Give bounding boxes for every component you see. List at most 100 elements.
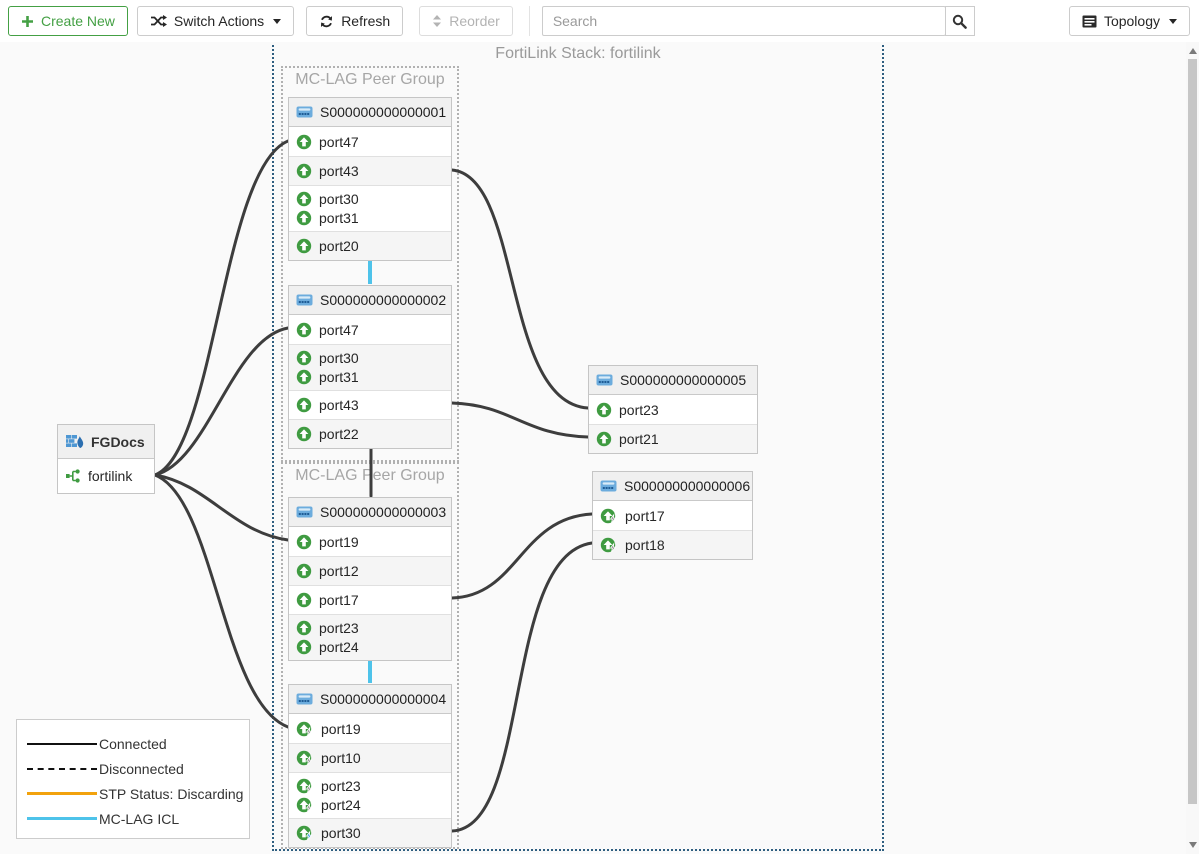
port-row[interactable]: port30 port31 — [289, 185, 451, 231]
port[interactable]: port30 — [296, 350, 444, 366]
create-new-button[interactable]: Create New — [8, 6, 128, 36]
port[interactable]: port23 — [296, 620, 444, 636]
refresh-button[interactable]: Refresh — [306, 6, 404, 36]
scroll-down-arrow[interactable] — [1188, 842, 1197, 848]
port[interactable]: port23 — [296, 778, 444, 794]
port-row[interactable]: port19 — [289, 714, 451, 743]
port-row[interactable]: port19 — [289, 527, 451, 556]
port[interactable]: port43 — [296, 163, 444, 179]
switch-header[interactable]: S000000000000004 — [289, 685, 451, 714]
search-input[interactable] — [541, 6, 946, 36]
search-button[interactable] — [944, 6, 975, 36]
port-poe-icon — [600, 508, 618, 524]
port-label: port23 — [619, 401, 659, 418]
port[interactable]: port24 — [296, 797, 444, 813]
switch-actions-button[interactable]: Switch Actions — [136, 6, 295, 36]
switch-header[interactable]: S000000000000001 — [289, 98, 451, 127]
port-row[interactable]: port18 — [593, 530, 752, 559]
port-row[interactable]: port47 — [289, 127, 451, 156]
legend-line-swatch — [27, 767, 97, 770]
port[interactable]: port47 — [296, 134, 444, 150]
port-row[interactable]: port43 — [289, 390, 451, 419]
port[interactable]: port47 — [296, 322, 444, 338]
port-row[interactable]: port17 — [593, 501, 752, 530]
legend-line-swatch — [27, 792, 97, 795]
port[interactable]: port23 — [596, 402, 750, 418]
port-row[interactable]: port17 — [289, 585, 451, 614]
port-label: port30 — [319, 350, 359, 366]
legend-label: Connected — [99, 735, 167, 752]
port[interactable]: port20 — [296, 238, 444, 254]
port-label: port23 — [319, 620, 359, 636]
port-poe-icon — [296, 797, 314, 813]
port-row[interactable]: port47 — [289, 315, 451, 344]
fortigate-header[interactable]: FGDocs — [58, 425, 154, 459]
fortilink-interface-row[interactable]: fortilink — [58, 459, 154, 493]
port[interactable]: port18 — [600, 537, 745, 553]
port-row[interactable]: port43 — [289, 156, 451, 185]
switch-box-5[interactable]: S000000000000005 port23 port21 — [588, 365, 758, 454]
port[interactable]: port31 — [296, 210, 444, 226]
port[interactable]: port19 — [296, 534, 444, 550]
port-row[interactable]: port10 — [289, 743, 451, 772]
switch-icon — [296, 692, 313, 706]
switch-box-3[interactable]: S000000000000003 port19 port12 port17 port23… — [288, 497, 452, 661]
port[interactable]: port22 — [296, 426, 444, 442]
switch-box-1[interactable]: S000000000000001 port47 port43 port30 port31… — [288, 97, 452, 261]
port-poe-icon — [600, 537, 618, 553]
scroll-up-arrow[interactable] — [1188, 48, 1197, 54]
legend-row: STP Status: Discarding — [17, 781, 249, 806]
port-up-icon — [296, 620, 312, 636]
port-up-icon — [296, 639, 312, 655]
switch-box-6[interactable]: S000000000000006 port17 port18 — [592, 471, 753, 560]
switch-icon — [296, 293, 313, 307]
port[interactable]: port24 — [296, 639, 444, 655]
switch-header[interactable]: S000000000000005 — [589, 366, 757, 395]
port-up-icon — [296, 134, 312, 150]
switch-header[interactable]: S000000000000003 — [289, 498, 451, 527]
port-up-icon — [296, 163, 312, 179]
port[interactable]: port30 — [296, 191, 444, 207]
fortigate-node[interactable]: FGDocs fortilink — [57, 424, 155, 494]
port-row[interactable]: port23 — [589, 395, 757, 424]
port[interactable]: port43 — [296, 397, 444, 413]
scrollbar-thumb[interactable] — [1188, 59, 1197, 804]
connection-fortilink-switch1 — [153, 139, 290, 477]
port[interactable]: port19 — [296, 721, 444, 737]
reorder-button[interactable]: Reorder — [419, 6, 513, 36]
vertical-scrollbar[interactable] — [1186, 42, 1199, 854]
switch-box-4[interactable]: S000000000000004 port19 port10 port23 port24… — [288, 684, 452, 848]
port-row[interactable]: port22 — [289, 419, 451, 448]
port-label: port19 — [319, 533, 359, 550]
port-row[interactable]: port21 — [589, 424, 757, 453]
switch-box-2[interactable]: S000000000000002 port47 port30 port31 port43… — [288, 285, 452, 449]
port-row[interactable]: port30 — [289, 818, 451, 847]
switch-icon — [296, 505, 313, 519]
port[interactable]: port31 — [296, 369, 444, 385]
port[interactable]: port12 — [296, 563, 444, 579]
view-mode-button[interactable]: Topology — [1068, 6, 1190, 36]
legend-line-swatch — [27, 817, 97, 820]
switch-header[interactable]: S000000000000002 — [289, 286, 451, 315]
mclag-group-label: MC-LAG Peer Group — [295, 467, 445, 484]
port-row[interactable]: port30 port31 — [289, 344, 451, 390]
port-label: port31 — [319, 369, 359, 385]
port-up-icon — [296, 350, 312, 366]
switch-icon — [596, 373, 613, 387]
switch-header[interactable]: S000000000000006 — [593, 472, 752, 501]
port-row[interactable]: port23 port24 — [289, 772, 451, 818]
port-label: port30 — [319, 191, 359, 207]
port-row[interactable]: port20 — [289, 231, 451, 260]
switch-serial: S000000000000004 — [320, 691, 447, 707]
legend-label: STP Status: Discarding — [99, 785, 244, 802]
port[interactable]: port30 — [296, 825, 444, 841]
port[interactable]: port17 — [296, 592, 444, 608]
port-label: port21 — [619, 431, 659, 447]
port-row[interactable]: port12 — [289, 556, 451, 585]
port[interactable]: port21 — [596, 431, 750, 447]
port-row[interactable]: port23 port24 — [289, 614, 451, 660]
port[interactable]: port10 — [296, 750, 444, 766]
port-label: port22 — [319, 426, 359, 442]
port-label: port30 — [321, 825, 361, 841]
port[interactable]: port17 — [600, 508, 745, 524]
